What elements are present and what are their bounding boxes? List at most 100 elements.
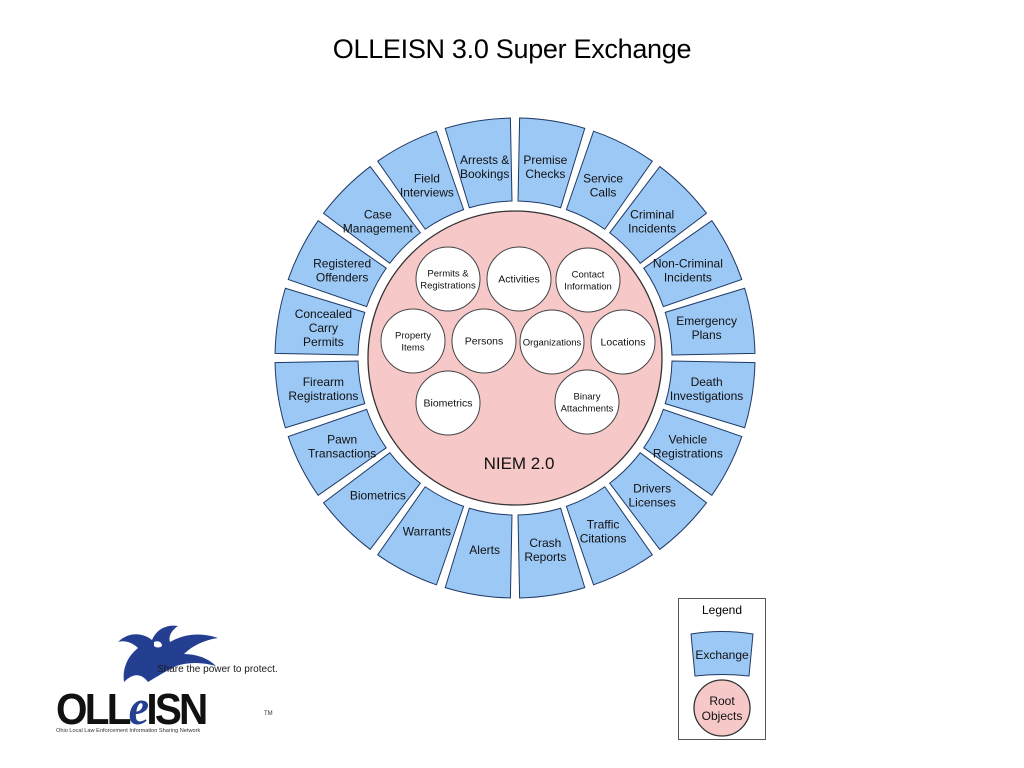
exchange-firearm-registrations-label-line-2: Registrations: [288, 389, 358, 403]
exchange-firearm-registrations-label-line-1: Firearm: [303, 375, 344, 389]
exchange-criminal-incidents-label-line-2: Incidents: [628, 221, 676, 235]
root-object-biometrics: Biometrics: [415, 370, 481, 436]
logo-wordmark-right: ISN: [146, 685, 208, 734]
root-object-locations: Locations: [590, 309, 656, 375]
logo-subtitle: Ohio Local Law Enforcement Information S…: [56, 728, 201, 734]
root-object-contact-information-circle: [555, 247, 621, 313]
root-object-binary-attachments-circle: [554, 369, 620, 435]
exchange-concealed-carry-permits-label-line-3: Permits: [303, 335, 344, 349]
exchange-non-criminal-incidents-label-line-1: Non-Criminal: [653, 256, 723, 270]
exchange-premise-checks-segment: [517, 117, 586, 209]
root-object-organizations: Organizations: [519, 309, 585, 375]
exchange-registered-offenders-label-line-2: Offenders: [316, 270, 368, 284]
exchange-premise-checks-label-line-1: Premise: [523, 153, 567, 167]
exchange-warrants-label-line-1: Warrants: [403, 524, 451, 538]
exchange-alerts-label-line-1: Alerts: [469, 543, 500, 557]
root-object-activities-circle: [486, 246, 552, 312]
exchange-field-interviews-segment: [376, 130, 465, 230]
exchange-criminal-incidents-segment: [609, 165, 708, 264]
legend-root-label-line-1: Root: [709, 694, 735, 708]
exchange-warrants-segment: [376, 486, 465, 586]
exchange-emergency-plans-segment: [664, 287, 756, 356]
root-object-organizations-label-line-1: Organizations: [523, 338, 582, 349]
exchange-case-management-label-line-2: Management: [343, 221, 414, 235]
exchange-concealed-carry-permits-label-line-2: Carry: [309, 321, 338, 335]
root-object-binary-attachments-label-line-1: Binary: [574, 392, 601, 403]
root-object-locations-circle: [590, 309, 656, 375]
exchange-service-calls-label-line-2: Calls: [590, 186, 617, 200]
exchange-arrests-and-bookings-label-line-1: Arrests &: [460, 153, 509, 167]
root-object-activities: Activities: [486, 246, 552, 312]
root-object-persons-circle: [451, 308, 517, 374]
exchange-alerts: Alerts: [444, 507, 513, 599]
root-object-property-items-label-line-2: Items: [401, 343, 424, 354]
exchange-criminal-incidents-label-line-1: Criminal: [630, 207, 674, 221]
exchange-service-calls-segment: [565, 130, 654, 230]
root-object-persons-label-line-1: Persons: [465, 336, 504, 348]
root-object-persons: Persons: [451, 308, 517, 374]
root-object-locations-label-line-1: Locations: [601, 337, 646, 349]
exchange-registered-offenders-label-line-1: Registered: [313, 256, 371, 270]
core-label: NIEM 2.0: [484, 454, 555, 473]
exchange-crash-reports-label-line-2: Reports: [524, 550, 566, 564]
exchange-crash-reports-label-line-1: Crash: [529, 536, 561, 550]
legend: Legend Exchange Root Objects: [678, 598, 766, 740]
exchange-field-interviews-label-line-2: Interviews: [400, 186, 454, 200]
exchange-vehicle-registrations-label-line-2: Registrations: [653, 447, 723, 461]
exchange-non-criminal-incidents-segment: [643, 219, 743, 308]
logo-wordmark: OLLeISN: [56, 678, 208, 736]
legend-root-label-line-2: Objects: [702, 709, 743, 723]
legend-exchange-label: Exchange: [695, 648, 749, 662]
exchange-premise-checks-label-line-2: Checks: [525, 167, 565, 181]
exchange-crash-reports-segment: [517, 507, 586, 599]
root-object-property-items-circle: [380, 308, 446, 374]
exchange-death-investigations-label-line-2: Investigations: [670, 389, 743, 403]
exchange-biometrics: Biometrics: [322, 452, 421, 551]
exchange-concealed-carry-permits-segment: [274, 287, 366, 356]
exchange-emergency-plans-label-line-1: Emergency: [676, 314, 737, 328]
root-object-contact-information-label-line-1: Contact: [572, 270, 605, 281]
logo-trademark: TM: [264, 711, 273, 717]
exchange-service-calls-label-line-1: Service: [583, 172, 623, 186]
exchange-vehicle-registrations-label-line-1: Vehicle: [669, 433, 708, 447]
root-object-contact-information-label-line-2: Information: [564, 282, 612, 293]
exchange-biometrics-segment: [322, 452, 421, 551]
exchange-biometrics-label-line-1: Biometrics: [350, 489, 406, 503]
exchange-case-management-segment: [322, 165, 421, 264]
exchange-field-interviews-label-line-1: Field: [414, 172, 440, 186]
exchange-traffic-citations-label-line-2: Citations: [580, 531, 627, 545]
root-object-permits-and-registrations-circle: [415, 246, 481, 312]
page-title: OLLEISN 3.0 Super Exchange: [332, 34, 692, 64]
exchange-pawn-transactions-label-line-2: Transactions: [308, 447, 376, 461]
exchange-drivers-licenses-label-line-2: Licenses: [628, 496, 675, 510]
exchange-emergency-plans-label-line-2: Plans: [692, 328, 722, 342]
exchange-arrests-and-bookings-segment: [444, 117, 513, 209]
root-object-biometrics-label-line-1: Biometrics: [423, 398, 472, 410]
exchange-concealed-carry-permits-label-line-1: Concealed: [295, 307, 352, 321]
exchange-drivers-licenses-segment: [609, 452, 708, 551]
exchange-arrests-and-bookings: Arrests &Bookings: [444, 117, 513, 209]
logo-wordmark-left: OLL: [56, 685, 131, 734]
olleisn-logo: Share the power to protect. OLLeISN TM O…: [52, 608, 278, 742]
root-object-activities-label-line-1: Activities: [498, 274, 539, 286]
exchange-warrants: Warrants: [376, 486, 465, 586]
legend-graphics: Exchange Root Objects: [690, 631, 754, 737]
